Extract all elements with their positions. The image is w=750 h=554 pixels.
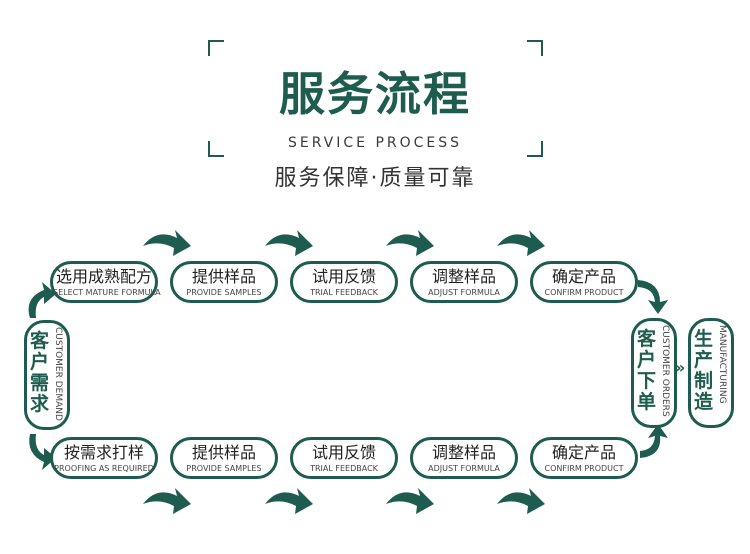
bottom-node-adjust-formula: 调整样品 ADJUST FORMULA — [410, 437, 518, 479]
top-arrow-3-icon — [386, 230, 434, 256]
bottom-node-trial-feedback-label-en: TRIAL FEEDBACK — [310, 464, 378, 473]
manufacturing-label: 生产制造 — [694, 328, 715, 413]
bottom-node-confirm-product: 确定产品 CONFIRM PRODUCT — [530, 437, 638, 479]
top-node-select-formula: 选用成熟配方 SELECT MATURE FORMULA — [50, 261, 161, 303]
manufacturing-label-en: MANUFACTURING — [717, 325, 727, 404]
top-node-select-formula-label-en: SELECT MATURE FORMULA — [53, 288, 161, 297]
bottom-node-trial-feedback-label: 试用反馈 — [311, 443, 376, 462]
customer-demand-label-en: CUSTOMER DEMAND — [53, 327, 63, 421]
top-arrow-2-icon — [265, 230, 313, 256]
top-node-confirm-product-label-en: CONFIRM PRODUCT — [544, 288, 624, 297]
customer-demand-node: 客户需求 CUSTOMER DEMAND — [24, 320, 70, 430]
left-up-arrow-icon — [28, 282, 56, 318]
corner-bracket-top-right — [527, 40, 543, 56]
top-node-confirm-product-label: 确定产品 — [551, 267, 616, 286]
top-node-adjust-formula: 调整样品 ADJUST FORMULA — [410, 261, 518, 303]
bottom-arrow-3-icon — [386, 488, 434, 514]
top-node-provide-samples: 提供样品 PROVIDE SAMPLES — [170, 261, 278, 303]
corner-bracket-bottom-right — [527, 141, 543, 157]
chevron-right-icon: » — [675, 358, 686, 377]
corner-bracket-top-left — [208, 40, 224, 56]
bottom-arrow-2-icon — [265, 488, 313, 514]
customer-orders-label: 客户下单 — [637, 328, 658, 413]
bottom-node-provide-samples-label-en: PROVIDE SAMPLES — [186, 464, 262, 473]
top-arrow-4-icon — [497, 230, 545, 256]
top-node-provide-samples-label-en: PROVIDE SAMPLES — [186, 288, 262, 297]
top-node-confirm-product: 确定产品 CONFIRM PRODUCT — [530, 261, 638, 303]
manufacturing-node: 生产制造 MANUFACTURING — [688, 318, 734, 428]
top-node-trial-feedback: 试用反馈 TRIAL FEEDBACK — [290, 261, 398, 303]
page-title: 服务流程 — [279, 67, 471, 121]
customer-orders-node: 客户下单 CUSTOMER ORDERS — [631, 318, 677, 428]
bottom-arrow-4-icon — [497, 488, 545, 514]
customer-orders-label-en: CUSTOMER ORDERS — [660, 325, 670, 417]
right-down-arrow-icon — [638, 280, 668, 314]
top-node-select-formula-label: 选用成熟配方 — [55, 267, 152, 286]
bottom-node-provide-samples-label: 提供样品 — [191, 443, 256, 462]
top-node-adjust-formula-label: 调整样品 — [431, 267, 496, 286]
top-node-provide-samples-label: 提供样品 — [191, 267, 256, 286]
bottom-node-adjust-formula-label-en: ADJUST FORMULA — [428, 464, 500, 473]
top-node-trial-feedback-label: 试用反馈 — [311, 267, 376, 286]
bottom-node-proofing-label: 按需求打样 — [63, 443, 144, 462]
right-up-arrow-icon — [640, 424, 668, 458]
top-arrow-1-icon — [143, 230, 191, 256]
bottom-node-proofing-label-en: PROOFING AS REQUIRED — [54, 464, 154, 473]
left-down-arrow-icon — [29, 434, 56, 470]
bottom-arrow-1-icon — [143, 488, 191, 514]
bottom-node-confirm-product-label-en: CONFIRM PRODUCT — [544, 464, 624, 473]
corner-bracket-bottom-left — [208, 141, 224, 157]
bottom-node-proofing: 按需求打样 PROOFING AS REQUIRED — [50, 437, 158, 479]
bottom-node-adjust-formula-label: 调整样品 — [431, 443, 496, 462]
subtitle-chinese: 服务保障·质量可靠 — [274, 166, 476, 191]
bottom-node-provide-samples: 提供样品 PROVIDE SAMPLES — [170, 437, 278, 479]
subtitle-english: SERVICE PROCESS — [287, 135, 463, 151]
top-node-adjust-formula-label-en: ADJUST FORMULA — [428, 288, 500, 297]
bottom-node-trial-feedback: 试用反馈 TRIAL FEEDBACK — [290, 437, 398, 479]
top-node-trial-feedback-label-en: TRIAL FEEDBACK — [310, 288, 378, 297]
customer-demand-label: 客户需求 — [30, 330, 51, 415]
bottom-node-confirm-product-label: 确定产品 — [551, 443, 616, 462]
